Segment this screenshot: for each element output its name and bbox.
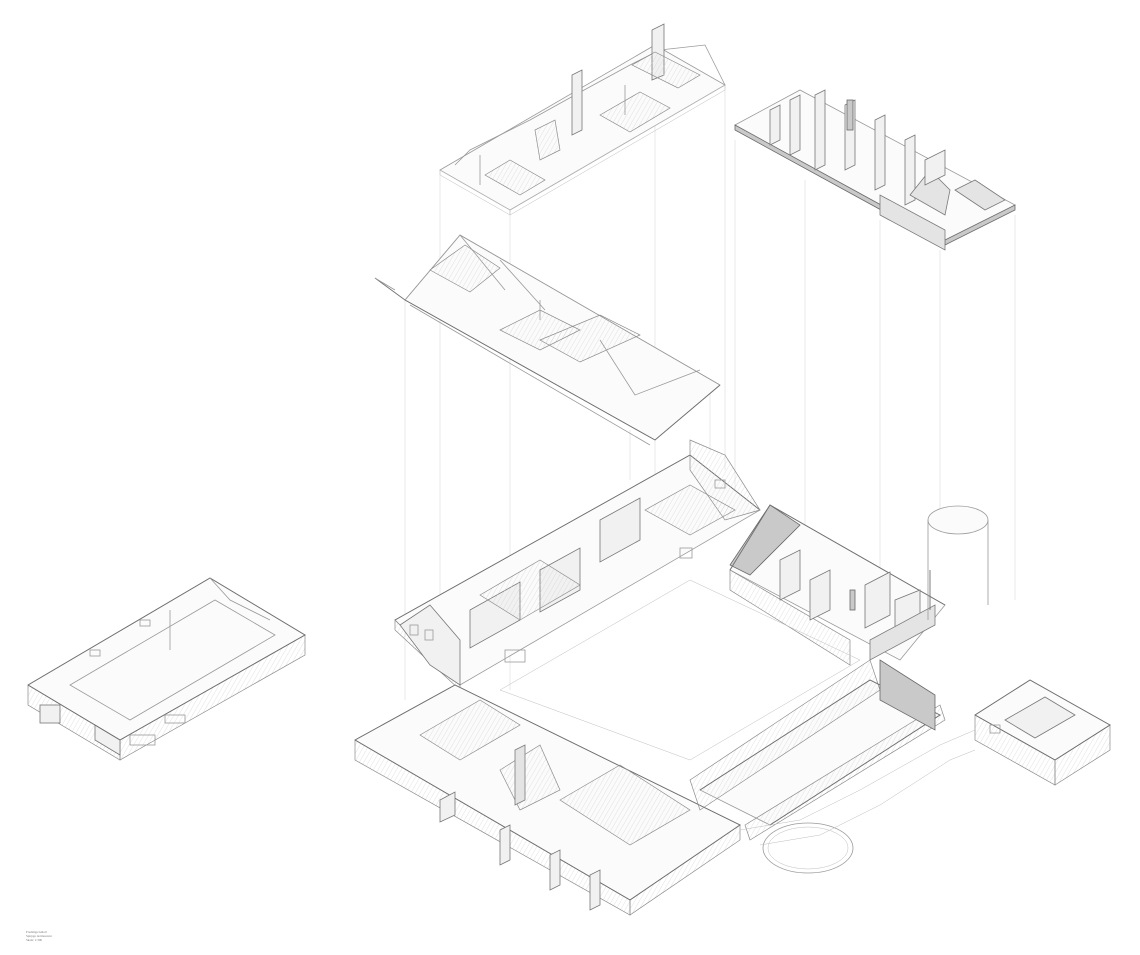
ground-floor-south-wing <box>354 684 741 916</box>
silo-tower <box>927 505 989 620</box>
upper-roof-attic-left <box>439 23 726 216</box>
caption-title: Fredslige beholl <box>26 930 47 934</box>
upper-floor-right <box>734 89 1016 251</box>
detached-barn-left <box>27 577 306 761</box>
caption-subtitle: Sptrpge decmorzent <box>26 934 52 939</box>
outbuilding-right <box>974 679 1111 786</box>
courtyard-glazed-wing <box>689 659 946 841</box>
drawing-caption: Fredslige beholl Sptrpge decmorzent Skal… <box>26 930 52 943</box>
ground-floor-east-wing <box>729 504 946 666</box>
caption-scale: Skala: 1:300 <box>26 938 43 943</box>
circular-pond <box>739 729 976 874</box>
roof-truss-level <box>374 234 721 446</box>
courtyard <box>499 579 861 761</box>
ground-floor-north-wing <box>394 439 761 691</box>
